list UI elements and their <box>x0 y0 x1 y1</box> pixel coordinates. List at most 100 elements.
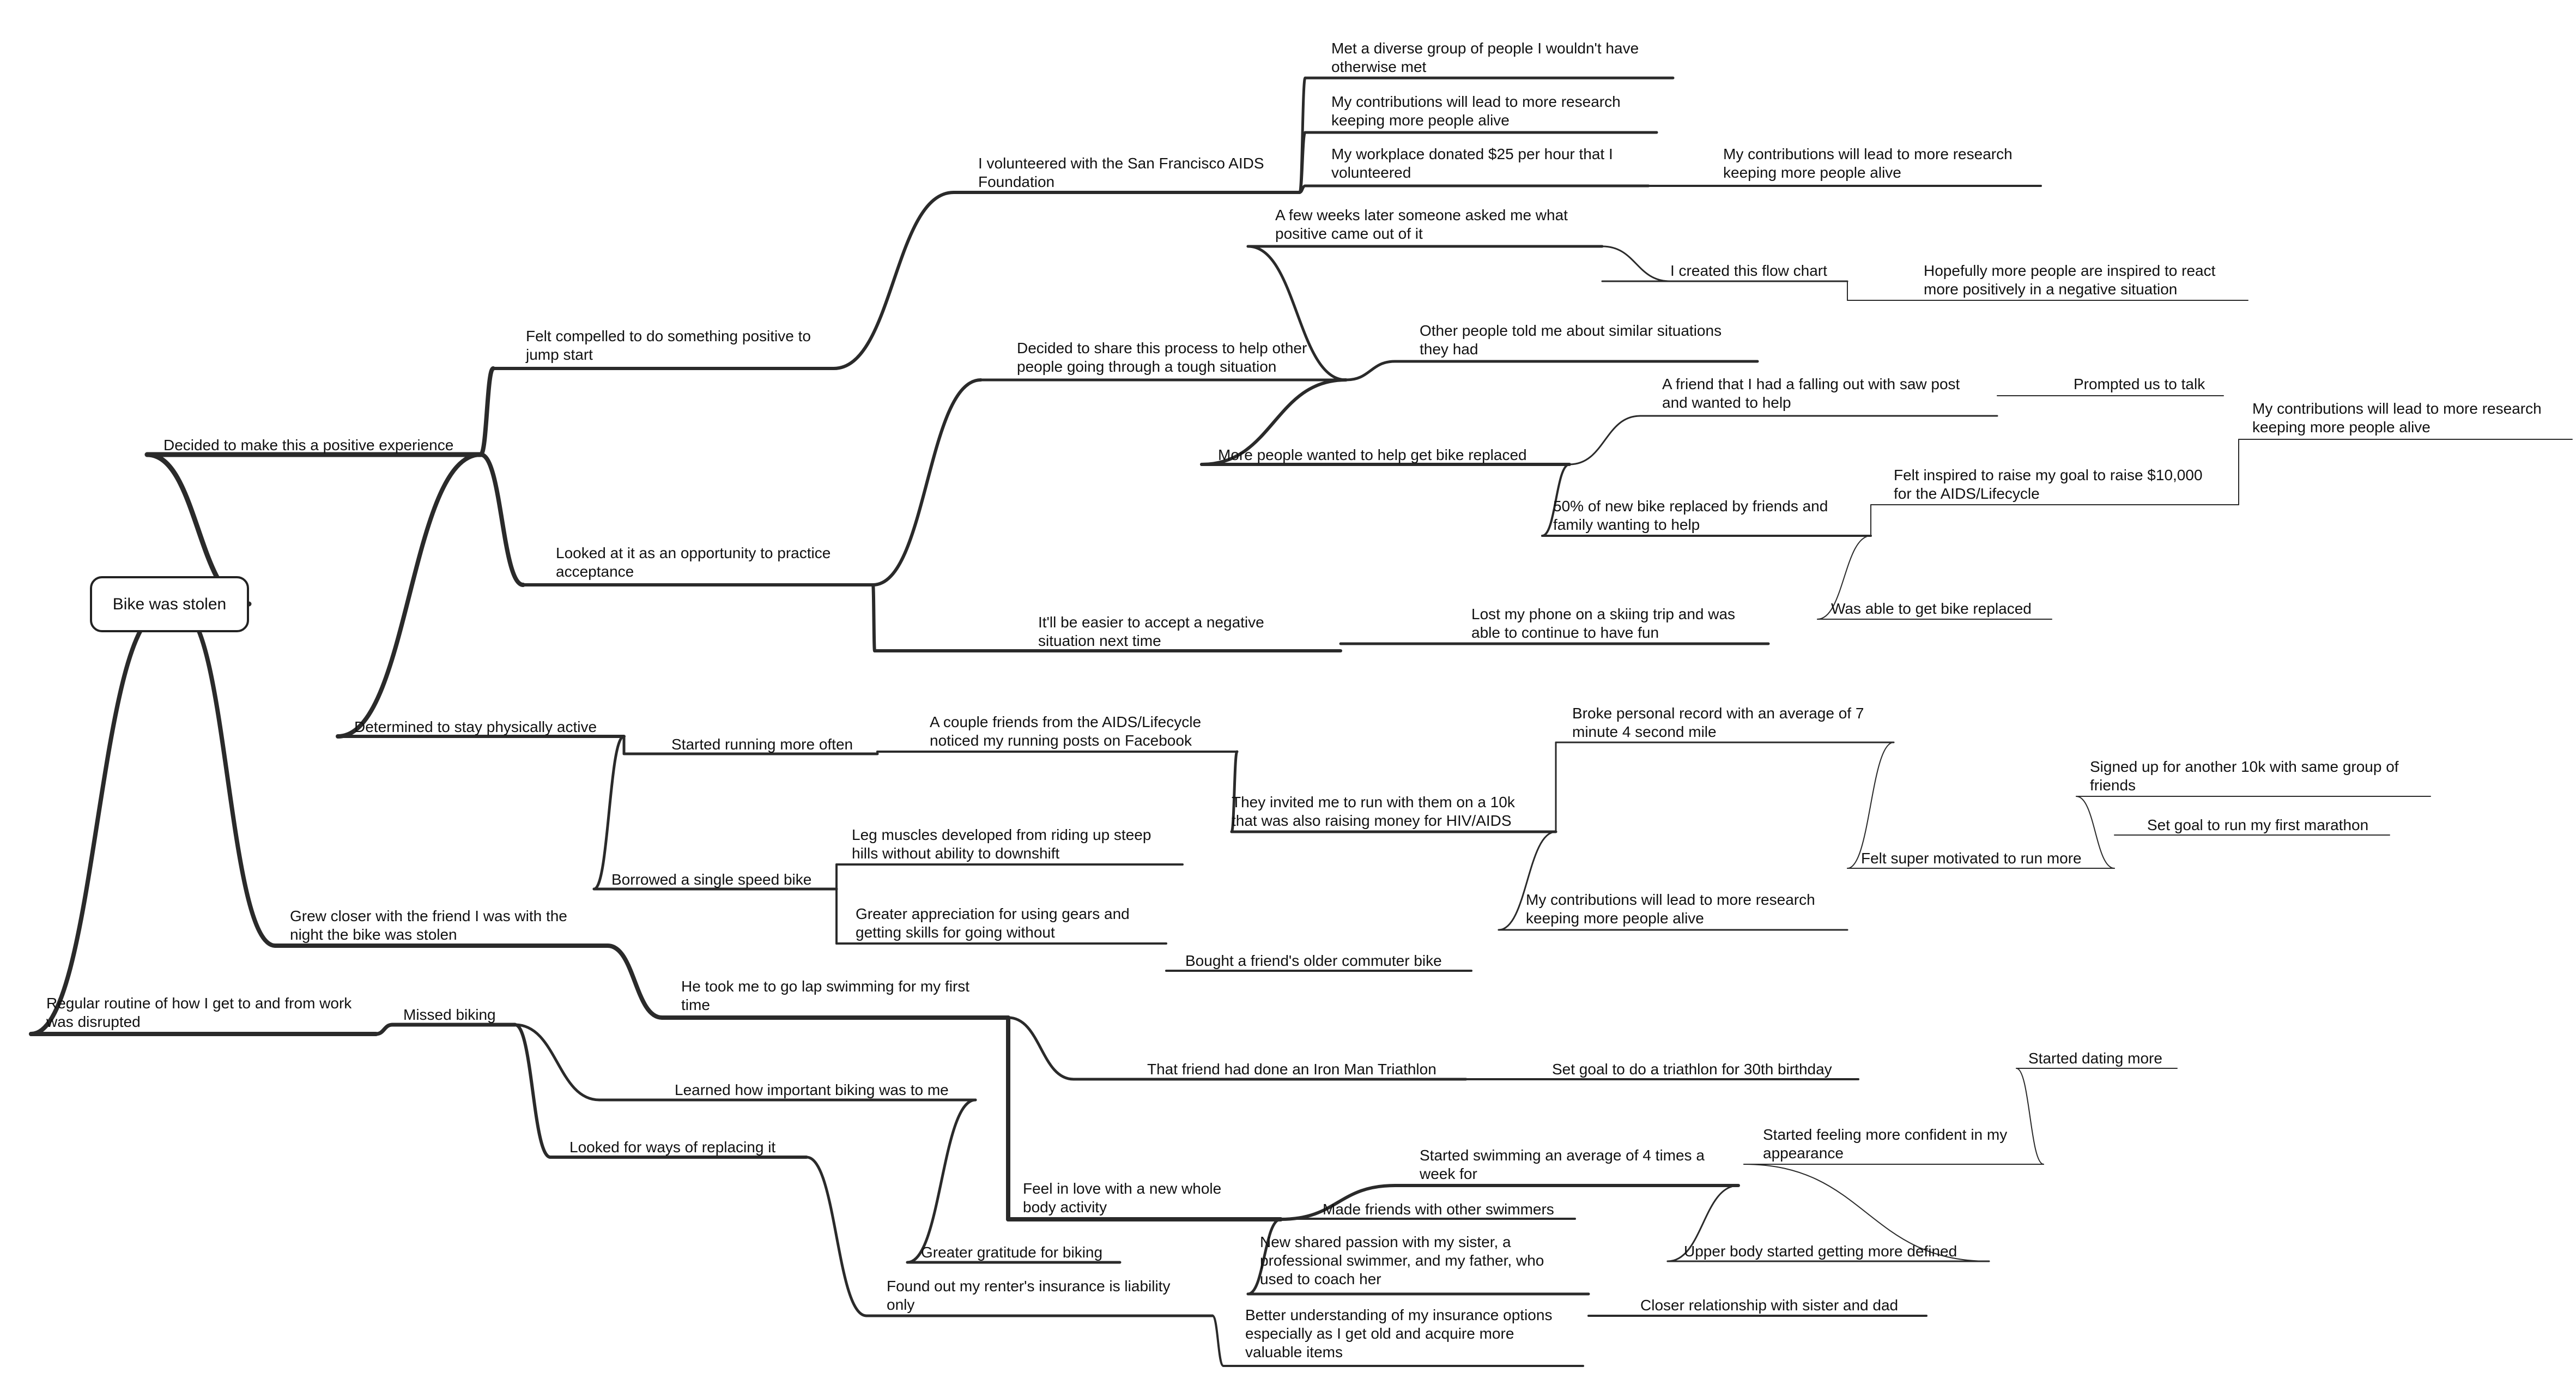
connector-branch <box>1743 1164 1990 1262</box>
topic-n39[interactable]: Set goal to do a triathlon for 30th birt… <box>1552 1060 1832 1079</box>
topic-n41[interactable]: Started swimming an average of 4 times a… <box>1420 1146 1705 1183</box>
topic-n15[interactable]: A friend that I had a falling out with s… <box>1662 375 1960 412</box>
connector-branch <box>336 452 483 739</box>
topic-text-line: 50% of new bike replaced by friends and <box>1553 498 1828 515</box>
topic-text-line: Looked for ways of replacing it <box>569 1139 776 1156</box>
topic-n11[interactable]: I created this flow chart <box>1670 262 1827 280</box>
topic-text-line: Made friends with other swimmers <box>1323 1201 1554 1218</box>
topic-text-line: professional swimmer, and my father, who <box>1260 1252 1544 1269</box>
connector-branch <box>374 1023 395 1036</box>
topic-n18[interactable]: Felt inspired to raise my goal to raise … <box>1894 466 2203 503</box>
topic-text-line: appearance <box>1763 1145 1844 1162</box>
topic-n24[interactable]: Started running more often <box>671 735 853 754</box>
topic-n36[interactable]: Grew closer with the friend I was with t… <box>290 907 567 944</box>
topic-n44[interactable]: Started feeling more confident in my appe… <box>1763 1126 2007 1163</box>
topic-text-line: time <box>681 996 710 1013</box>
topic-text-line: Set goal to run my first marathon <box>2147 817 2369 833</box>
topic-n51[interactable]: Greater gratitude for biking <box>921 1243 1102 1262</box>
topic-n42[interactable]: Made friends with other swimmers <box>1323 1200 1554 1219</box>
topic-n28[interactable]: Felt super motivated to run more <box>1861 849 2082 868</box>
topic-text-line: Greater appreciation for using gears and <box>856 905 1130 922</box>
topic-n35[interactable]: Bought a friend's older commuter bike <box>1185 952 1442 970</box>
topic-n20[interactable]: Was able to get bike replaced <box>1831 600 2032 618</box>
topic-n34[interactable]: Greater appreciation for using gears and… <box>856 905 1130 942</box>
topic-n45[interactable]: Started dating more <box>2028 1049 2162 1068</box>
topic-n3[interactable]: I volunteered with the San Francisco AID… <box>978 154 1264 191</box>
connector-branch <box>871 583 876 652</box>
topic-text-line: Felt compelled to do something positive … <box>526 328 811 344</box>
topic-n32[interactable]: Borrowed a single speed bike <box>611 870 811 889</box>
topic-text-line: Other people told me about similar situa… <box>1420 322 1722 339</box>
topic-text-line: Looked at it as an opportunity to practi… <box>556 545 831 561</box>
topic-n37[interactable]: He took me to go lap swimming for my fir… <box>681 977 969 1014</box>
topic-text-line: More people wanted to help get bike repl… <box>1218 446 1527 463</box>
topic-n9[interactable]: Decided to share this process to help ot… <box>1017 339 1307 376</box>
connector-branch <box>871 378 983 586</box>
topic-text-line: only <box>887 1296 915 1313</box>
topic-text-line: minute 4 second mile <box>1572 723 1717 740</box>
topic-text-line: Bought a friend's older commuter bike <box>1185 952 1442 969</box>
topic-text-line: Felt inspired to raise my goal to raise … <box>1894 467 2203 483</box>
connector-branch <box>1847 742 1894 869</box>
connector-branch <box>1246 1218 1282 1296</box>
topic-n29[interactable]: Signed up for another 10k with same grou… <box>2090 758 2399 795</box>
topic-n12[interactable]: Hopefully more people are inspired to re… <box>1924 262 2215 299</box>
topic-n31[interactable]: My contributions will lead to more resea… <box>1526 891 1815 928</box>
topic-n50[interactable]: Learned how important biking was to me <box>675 1081 949 1099</box>
topic-text-line: body activity <box>1023 1199 1107 1215</box>
connector-branch <box>2016 1068 2044 1165</box>
topic-n8[interactable]: Looked at it as an opportunity to practi… <box>556 544 831 581</box>
topic-n27[interactable]: Broke personal record with an average of… <box>1572 704 1864 741</box>
topic-text-line: otherwise met <box>1331 58 1427 75</box>
topic-text-line: hills without ability to downshift <box>852 845 1060 862</box>
topic-n25[interactable]: A couple friends from the AIDS/Lifecycle… <box>930 713 1201 750</box>
topic-text-line: Started feeling more confident in my <box>1763 1126 2008 1143</box>
topic-text-line: My contributions will lead to more resea… <box>2252 400 2542 417</box>
topic-n13[interactable]: Other people told me about similar situa… <box>1420 322 1722 359</box>
topic-n49[interactable]: Missed biking <box>403 1006 496 1024</box>
topic-n54[interactable]: Better understanding of my insurance opt… <box>1245 1306 1552 1362</box>
root-node[interactable]: Bike was stolen <box>90 576 249 632</box>
topic-n43[interactable]: Upper body started getting more defined <box>1684 1242 1957 1261</box>
connector-branch <box>1007 1016 1075 1081</box>
topic-n26[interactable]: They invited me to run with them on a 10… <box>1232 793 1515 830</box>
topic-n53[interactable]: Found out my renter's insurance is liabi… <box>887 1277 1170 1314</box>
topic-n48[interactable]: Regular routine of how I get to and from… <box>46 994 351 1031</box>
connector-branch <box>805 1156 868 1317</box>
topic-n5[interactable]: My contributions will lead to more resea… <box>1331 93 1621 130</box>
topic-n33[interactable]: Leg muscles developed from riding up ste… <box>852 826 1151 863</box>
connector-branch <box>1541 463 1571 537</box>
topic-text-line: keeping more people alive <box>1331 112 1510 129</box>
topic-n23[interactable]: Determined to stay physically active <box>354 718 597 736</box>
topic-n30[interactable]: Set goal to run my first marathon <box>2147 816 2368 834</box>
topic-text-line: Leg muscles developed from riding up ste… <box>852 826 1151 843</box>
connector-branch <box>29 608 166 1036</box>
topic-n52[interactable]: Looked for ways of replacing it <box>569 1138 775 1157</box>
topic-n2[interactable]: Felt compelled to do something positive … <box>526 327 811 364</box>
topic-n38[interactable]: That friend had done an Iron Man Triathl… <box>1147 1060 1437 1079</box>
connector-branch <box>1601 245 1671 282</box>
topic-n14[interactable]: More people wanted to help get bike repl… <box>1218 446 1527 464</box>
topic-text-line: Borrowed a single speed bike <box>611 871 812 888</box>
topic-n6[interactable]: My workplace donated $25 per hour that I… <box>1331 145 1613 182</box>
connector-branch <box>513 1023 552 1159</box>
topic-text-line: people going through a tough situation <box>1017 358 1277 375</box>
topic-n19[interactable]: My contributions will lead to more resea… <box>2252 400 2542 437</box>
topic-n47[interactable]: Closer relationship with sister and dad <box>1640 1296 1898 1315</box>
topic-text-line: My contributions will lead to more resea… <box>1723 146 2013 162</box>
topic-n4[interactable]: Met a diverse group of people I wouldn't… <box>1331 39 1639 76</box>
connector-branch <box>513 1023 601 1102</box>
topic-text-line: for the AIDS/Lifecycle <box>1894 485 2040 502</box>
topic-n16[interactable]: Prompted us to talk <box>2074 375 2205 394</box>
topic-n1[interactable]: Decided to make this a positive experien… <box>163 436 453 455</box>
topic-text-line: Started running more often <box>671 736 853 753</box>
topic-text-line: jump start <box>526 346 593 363</box>
topic-n7[interactable]: My contributions will lead to more resea… <box>1723 145 2013 182</box>
